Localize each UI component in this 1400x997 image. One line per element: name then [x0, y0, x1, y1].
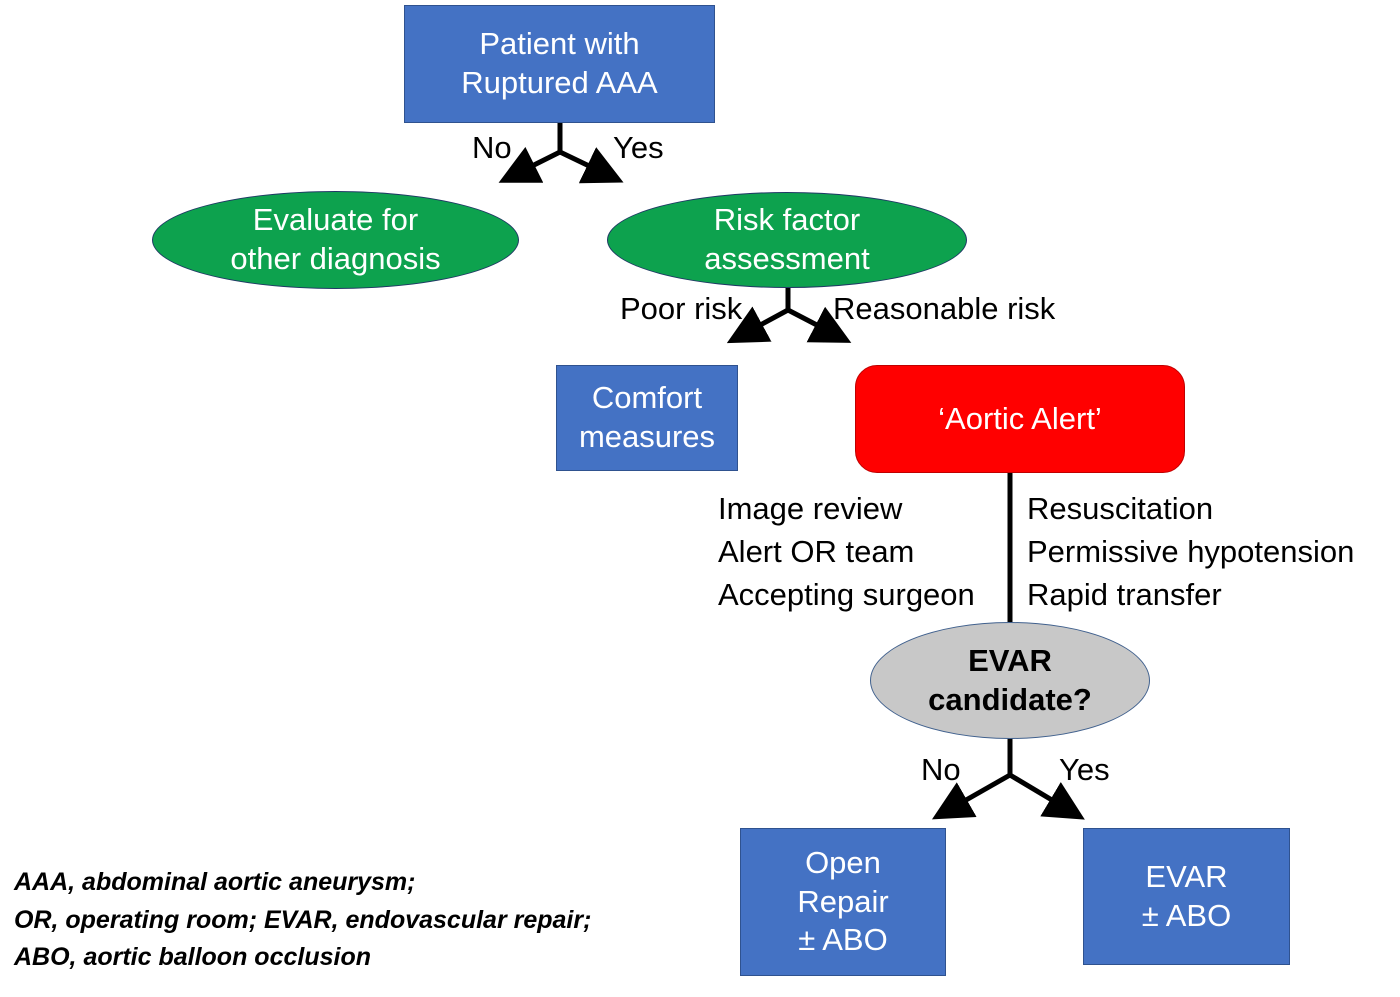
- node-evar-candidate-line1: EVAR: [968, 642, 1052, 678]
- node-evaluate-line2: other diagnosis: [230, 241, 441, 276]
- node-evaluate-line1: Evaluate for: [252, 202, 419, 238]
- edge-label-evar-no: No: [921, 752, 961, 787]
- node-open-repair[interactable]: Open Repair ± ABO: [740, 828, 946, 976]
- node-comfort-measures[interactable]: Comfort measures: [556, 365, 738, 471]
- edge-label-poor-risk: Poor risk: [620, 291, 743, 326]
- node-aortic-alert-label: ‘Aortic Alert’: [938, 400, 1102, 436]
- node-evaluate-for-other-diagnosis[interactable]: Evaluate for other diagnosis: [152, 191, 519, 289]
- action-list-right: Resuscitation Permissive hypotension Rap…: [1027, 487, 1354, 616]
- action-left-item1: Image review: [718, 491, 903, 526]
- edge-label-patient-yes: Yes: [613, 130, 664, 165]
- action-left-item3: Accepting surgeon: [718, 577, 975, 613]
- node-evar[interactable]: EVAR ± ABO: [1083, 828, 1290, 965]
- node-patient-with-ruptured-aaa[interactable]: Patient with Ruptured AAA: [404, 5, 715, 123]
- legend-line2: OR, operating room; EVAR, endovascular r…: [14, 905, 592, 934]
- node-risk-factor-assessment[interactable]: Risk factor assessment: [607, 192, 967, 288]
- node-patient-line1: Patient with: [479, 26, 640, 62]
- action-list-left: Image review Alert OR team Accepting sur…: [718, 487, 975, 616]
- action-right-item3: Rapid transfer: [1027, 577, 1222, 613]
- legend-line3: ABO, aortic balloon occlusion: [14, 943, 371, 971]
- node-risk-line1: Risk factor: [713, 202, 861, 238]
- node-comfort-line2: measures: [578, 419, 716, 454]
- edge-label-evar-yes: Yes: [1059, 752, 1110, 787]
- node-open-repair-line1: Open: [805, 844, 881, 880]
- edge-label-reasonable-risk: Reasonable risk: [833, 291, 1056, 326]
- node-patient-line2: Ruptured AAA: [461, 65, 658, 100]
- node-aortic-alert[interactable]: ‘Aortic Alert’: [855, 365, 1185, 473]
- legend-abbreviations: AAA, abdominal aortic aneurysm; OR, oper…: [14, 864, 591, 977]
- node-evar-line1: EVAR: [1145, 858, 1228, 894]
- node-evar-candidate[interactable]: EVAR candidate?: [870, 622, 1150, 739]
- node-evar-line2: ± ABO: [1141, 897, 1232, 933]
- action-right-item1: Resuscitation: [1027, 491, 1214, 526]
- action-right-item2: Permissive hypotension: [1027, 534, 1355, 570]
- node-risk-line2: assessment: [704, 241, 870, 276]
- node-evar-candidate-line2: candidate?: [928, 681, 1092, 717]
- action-left-item2: Alert OR team: [718, 534, 915, 570]
- node-open-repair-line3: ± ABO: [798, 922, 888, 958]
- edge-label-patient-no: No: [472, 130, 512, 165]
- node-comfort-line1: Comfort: [591, 380, 703, 416]
- node-open-repair-line2: Repair: [797, 883, 889, 919]
- legend-line1: AAA, abdominal aortic aneurysm;: [14, 868, 416, 896]
